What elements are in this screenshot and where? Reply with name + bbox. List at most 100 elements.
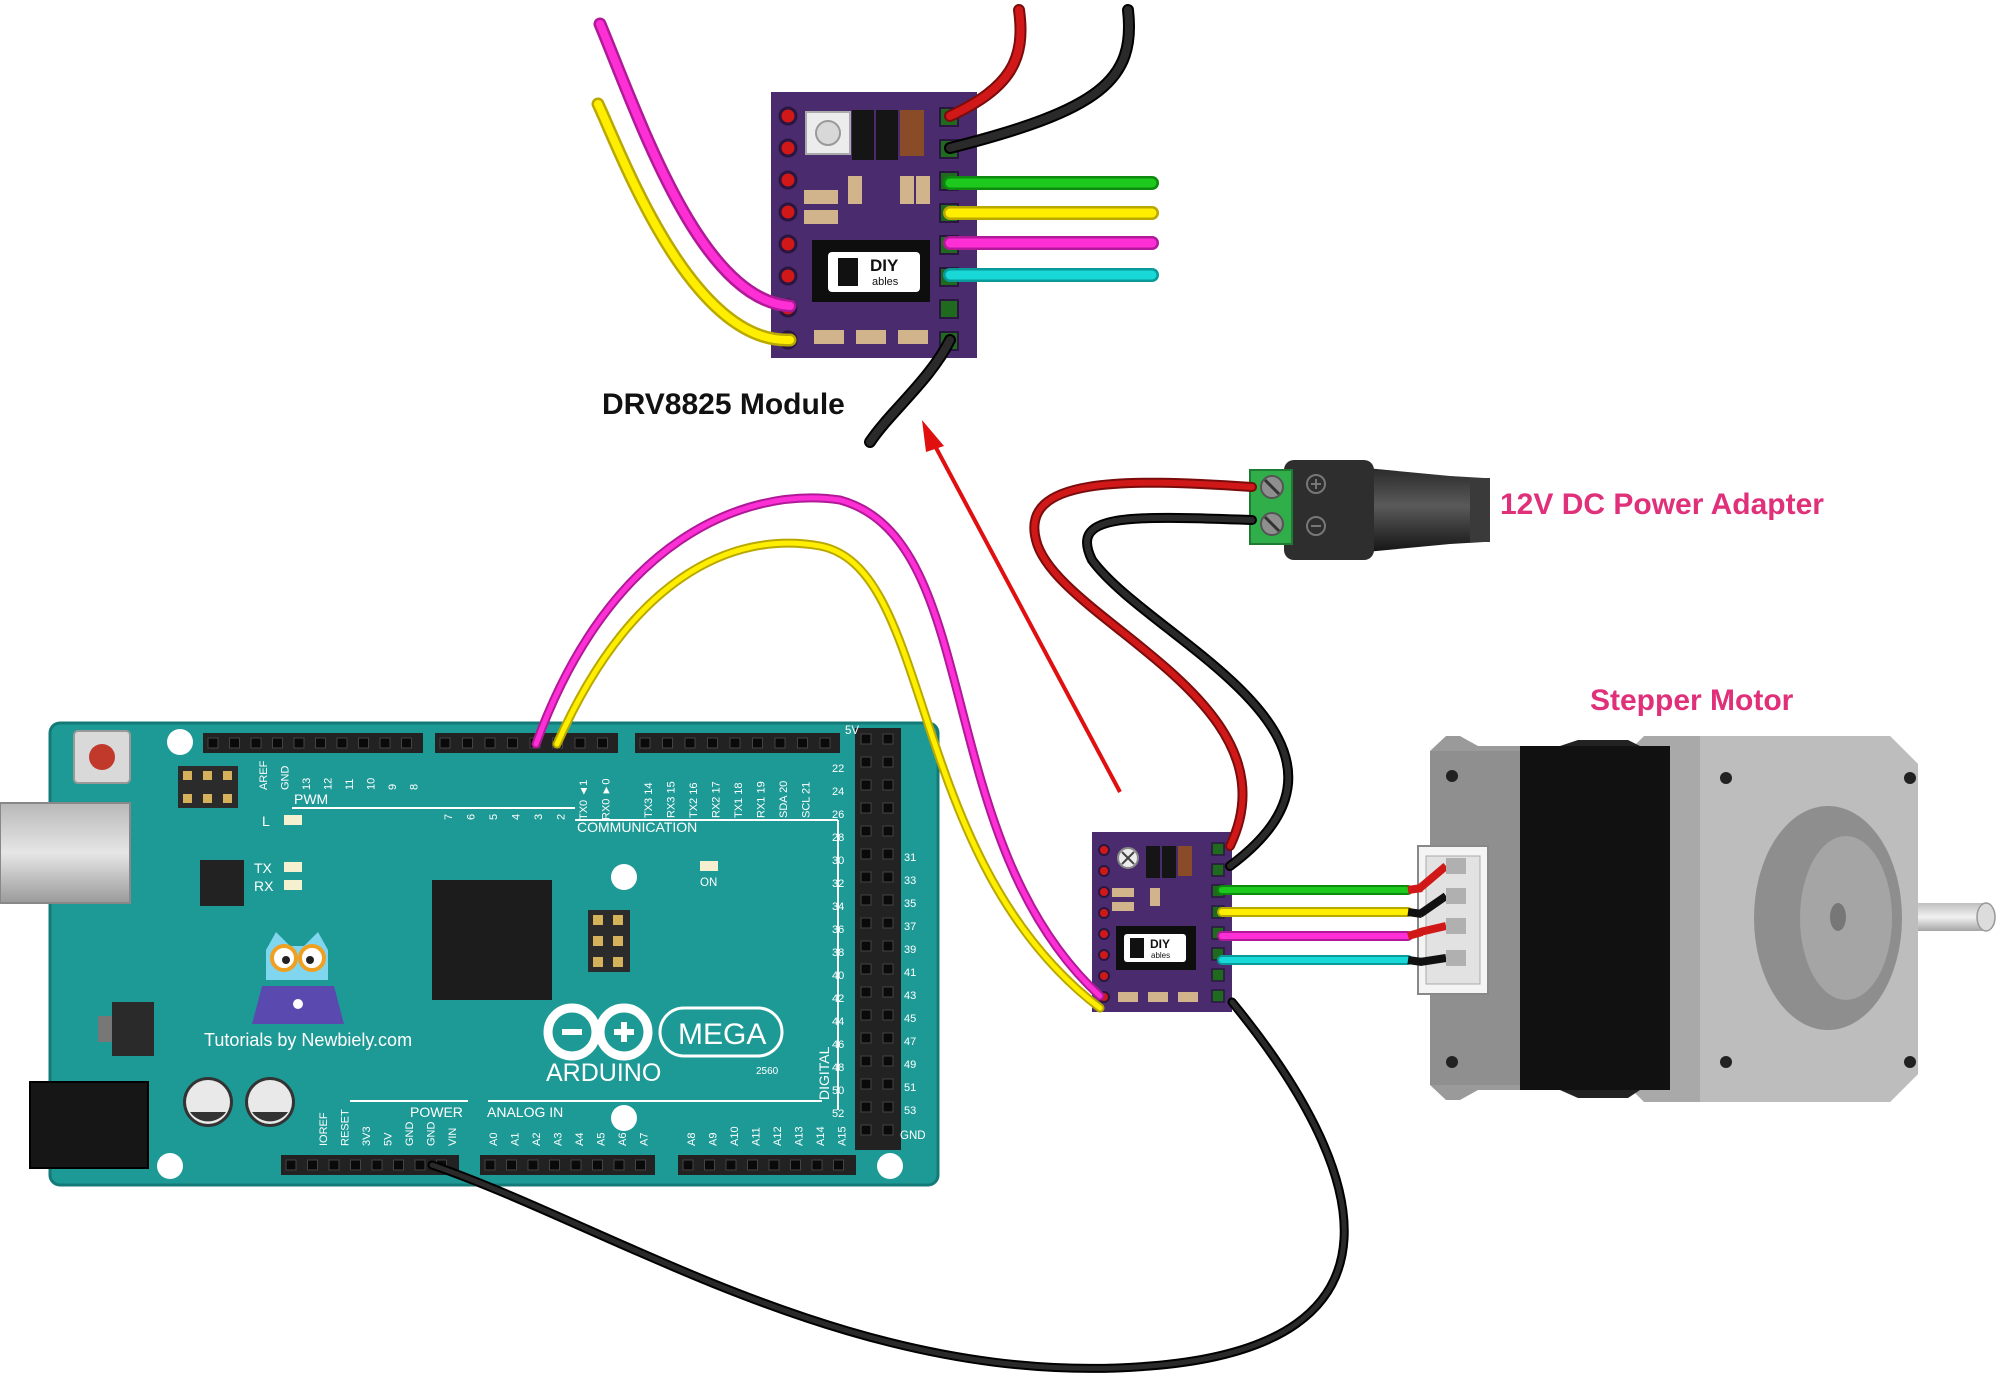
label-digital: DIGITAL [816, 1046, 832, 1100]
pin-label: A1 [510, 1133, 522, 1146]
header-pin [336, 737, 348, 749]
pin-label: A0 [488, 1133, 500, 1146]
module-pin [1098, 928, 1110, 940]
header-pin [860, 986, 872, 998]
header-pin [549, 1159, 560, 1171]
header-pin [860, 871, 872, 883]
pin-label: A13 [794, 1126, 806, 1146]
module-pin [1211, 842, 1225, 856]
drv8825-module-zoom: DIY ables [771, 92, 977, 358]
module-pin [778, 138, 798, 158]
arduino-mega-board: L TX RX ON Tutorials by Newb [0, 721, 940, 1187]
owl-mascot [252, 932, 344, 1024]
pin-label: 22 [832, 763, 844, 775]
pin-label: RX1 19 [756, 781, 768, 818]
svg-text:DIY: DIY [1150, 937, 1170, 951]
header-pin [250, 737, 262, 749]
header-pin [860, 756, 872, 768]
module-pin [778, 170, 798, 190]
pin-label: A10 [729, 1126, 741, 1146]
header-pin [328, 1159, 340, 1171]
label-pwm: PWM [294, 791, 328, 807]
label-l: L [262, 813, 270, 829]
label-communication: COMMUNICATION [577, 819, 697, 835]
microcontroller-chip [432, 880, 552, 1000]
pin-label: 2 [556, 814, 568, 820]
header-pin [725, 1159, 737, 1171]
pin-label: TX2 16 [688, 783, 700, 818]
pin-label: 51 [904, 1082, 916, 1094]
pin-label: SCL 21 [801, 782, 813, 818]
pin-label: 4 [511, 814, 523, 820]
pin-label: GND [426, 1122, 438, 1147]
pin-label: 53 [904, 1105, 916, 1117]
header-pin [860, 940, 872, 952]
pin-label: A11 [751, 1127, 763, 1146]
led-rx [284, 880, 302, 890]
header-pin [371, 1159, 383, 1171]
pin-label: 9 [387, 784, 399, 790]
icsp-header-center [588, 910, 630, 972]
zoom-arrow [922, 420, 1122, 793]
header-pin [860, 1101, 872, 1113]
pin-label: A8 [686, 1133, 698, 1146]
pin-label: GND [280, 766, 292, 791]
module-pin [939, 299, 959, 319]
header-pin [768, 1159, 780, 1171]
header-pin [729, 737, 741, 749]
header-pin [882, 963, 894, 975]
label-on: ON [700, 877, 717, 889]
header-pin [860, 1032, 872, 1044]
pin-label: 30 [832, 855, 844, 867]
header-pin [570, 1159, 582, 1171]
drv-zoom-logo: DIY ables [828, 252, 920, 292]
pin-label: 52 [832, 1108, 844, 1120]
header-pin [860, 1124, 872, 1136]
motor-connector-leads [1406, 858, 1466, 966]
credit-text: Tutorials by Newbiely.com [204, 1030, 412, 1050]
capacitor-2 [245, 1077, 295, 1127]
usb-connector [0, 802, 131, 904]
module-pin [1098, 949, 1110, 961]
pin-label: A3 [553, 1133, 565, 1146]
header-pin [833, 1159, 844, 1171]
header-pin [882, 1124, 894, 1136]
pin-label: 12 [323, 778, 335, 790]
pin-label: 6 [466, 814, 478, 820]
header-pin [882, 1101, 894, 1113]
header-pin [574, 737, 586, 749]
header-pin [358, 737, 369, 749]
header-pin [401, 737, 412, 749]
header-pin [811, 1159, 823, 1171]
pin-label: RESET [340, 1109, 352, 1146]
module-pin [1098, 970, 1110, 982]
header-pin [882, 825, 894, 837]
pin-label: A12 [772, 1126, 784, 1146]
label-analog-in: ANALOG IN [487, 1104, 563, 1120]
header-pin [882, 1078, 894, 1090]
header-pin [882, 917, 894, 929]
module-pin [778, 106, 798, 126]
pin-label: 24 [832, 786, 844, 798]
header-pin [315, 737, 326, 749]
module-pin [1098, 886, 1110, 898]
label-drv-module: DRV8825 Module [602, 388, 845, 421]
pin-label: 37 [904, 921, 916, 933]
model-number-text: 2560 [756, 1066, 779, 1077]
pin-label: 8 [409, 784, 421, 790]
pin-label: AREF [258, 760, 270, 790]
header-pin [379, 737, 391, 749]
header-pin [860, 802, 872, 814]
header-pin [484, 1159, 496, 1171]
header-pin [882, 756, 894, 768]
pin-label: 38 [832, 947, 844, 959]
pin-label: GND [404, 1122, 416, 1147]
header-pin [707, 737, 718, 749]
header-pin [684, 737, 696, 749]
header-pin [882, 779, 894, 791]
header-pin [860, 779, 872, 791]
header-pin [882, 940, 894, 952]
header-pin [860, 733, 872, 745]
pin-label: 13 [301, 778, 313, 790]
